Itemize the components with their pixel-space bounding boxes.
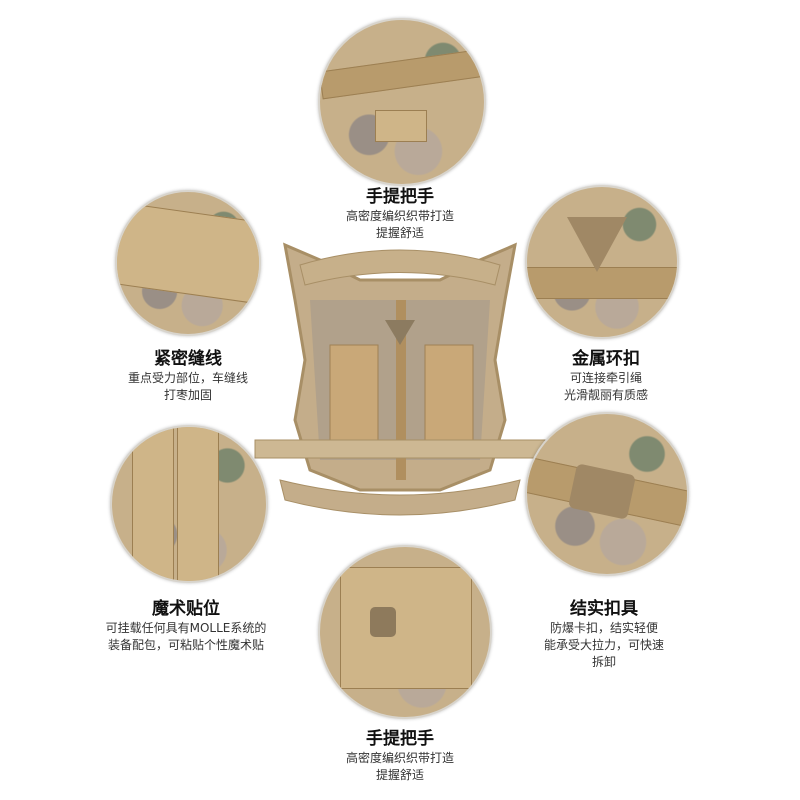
detail-circle-stitching bbox=[115, 190, 261, 336]
caption-metal-ring: 金属环扣 可连接牵引绳 光滑靓丽有质感 bbox=[564, 348, 648, 404]
feature-title: 金属环扣 bbox=[571, 349, 640, 369]
detail-circle-velcro bbox=[110, 425, 268, 583]
feature-desc: 防爆卡扣，结实轻便 bbox=[549, 621, 659, 635]
feature-desc: 能承受大拉力，可快速 bbox=[543, 638, 665, 652]
feature-title: 紧密缝线 bbox=[153, 349, 222, 369]
detail-circle-metal-ring bbox=[525, 185, 679, 339]
detail-circle-top-handle bbox=[318, 18, 486, 186]
feature-title: 手提把手 bbox=[365, 729, 434, 749]
feature-desc: 高密度编织织带打造 bbox=[345, 751, 455, 765]
caption-top-handle: 手提把手 高密度编织织带打造 提握舒适 bbox=[346, 186, 454, 242]
feature-desc: 重点受力部位，车缝线 bbox=[127, 371, 249, 385]
caption-bottom-handle: 手提把手 高密度编织织带打造 提握舒适 bbox=[346, 728, 454, 784]
feature-desc: 装备配包，可粘贴个性魔术贴 bbox=[107, 638, 265, 652]
caption-buckle: 结实扣具 防爆卡扣，结实轻便 能承受大拉力，可快速 拆卸 bbox=[544, 598, 664, 671]
feature-desc: 可挂载任何具有MOLLE系统的 bbox=[105, 621, 267, 635]
detail-circle-bottom-handle bbox=[318, 545, 492, 719]
feature-desc: 高密度编织织带打造 bbox=[345, 209, 455, 223]
feature-title: 结实扣具 bbox=[569, 599, 638, 619]
feature-title: 手提把手 bbox=[365, 187, 434, 207]
feature-title: 魔术贴位 bbox=[151, 599, 220, 619]
caption-stitching: 紧密缝线 重点受力部位，车缝线 打枣加固 bbox=[128, 348, 248, 404]
feature-desc: 光滑靓丽有质感 bbox=[563, 388, 649, 402]
feature-desc: 可连接牵引绳 bbox=[569, 371, 643, 385]
caption-velcro: 魔术贴位 可挂载任何具有MOLLE系统的 装备配包，可粘贴个性魔术贴 bbox=[106, 598, 267, 654]
feature-desc: 拆卸 bbox=[591, 655, 617, 669]
feature-desc: 提握舒适 bbox=[375, 226, 425, 240]
feature-desc: 打枣加固 bbox=[163, 388, 213, 402]
feature-desc: 提握舒适 bbox=[375, 768, 425, 782]
detail-circle-buckle bbox=[525, 412, 689, 576]
